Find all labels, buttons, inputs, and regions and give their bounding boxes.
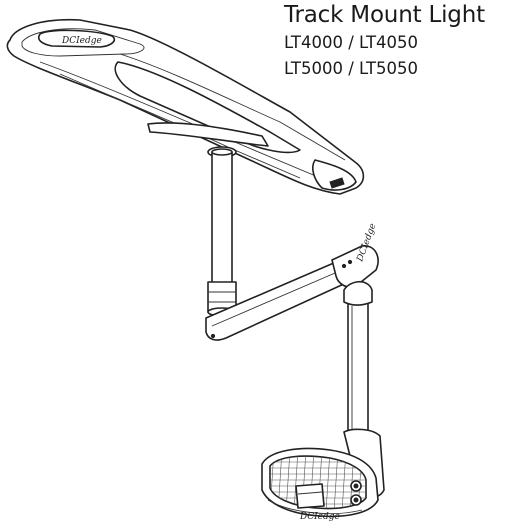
drop-post [207, 148, 237, 317]
model-numbers-line-2: LT5000 / LT5050 [284, 59, 419, 78]
head-drop-post [343, 280, 373, 441]
product-title-block: Track Mount Light LT4000 / LT4050 LT5000… [284, 0, 485, 82]
track-logo: DCIedge [61, 36, 102, 46]
product-title: Track Mount Light [284, 2, 485, 28]
swing-arm: DCIedge [205, 222, 379, 341]
light-head: DCIedge [261, 428, 385, 522]
track-housing: DCIedge [6, 18, 365, 195]
head-logo: DCIedge [299, 512, 340, 522]
model-numbers-line-1: LT4000 / LT4050 [284, 33, 419, 52]
